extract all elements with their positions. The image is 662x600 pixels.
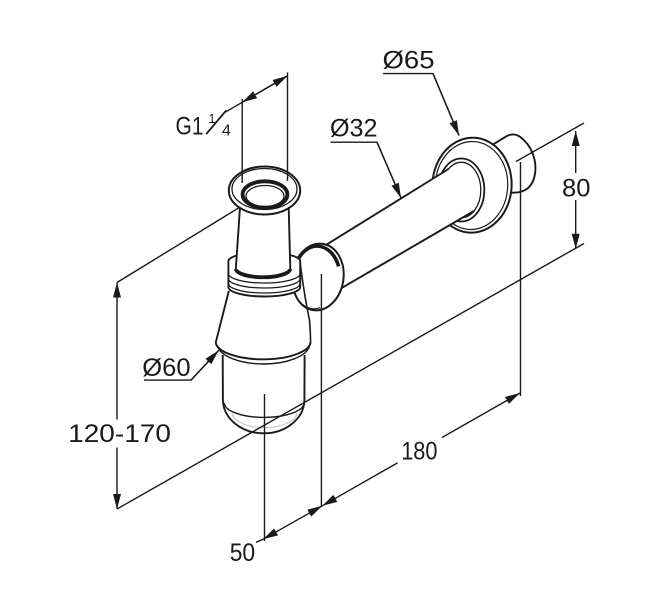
svg-text:120-170: 120-170	[68, 420, 171, 448]
svg-text:G1: G1	[176, 113, 204, 141]
svg-text:4: 4	[222, 122, 231, 139]
svg-text:180: 180	[401, 437, 437, 465]
svg-text:Ø32: Ø32	[330, 115, 378, 143]
svg-text:1: 1	[209, 112, 216, 126]
svg-text:Ø60: Ø60	[142, 354, 190, 382]
svg-text:Ø65: Ø65	[383, 47, 435, 75]
svg-text:80: 80	[562, 174, 590, 202]
svg-text:50: 50	[230, 539, 255, 567]
